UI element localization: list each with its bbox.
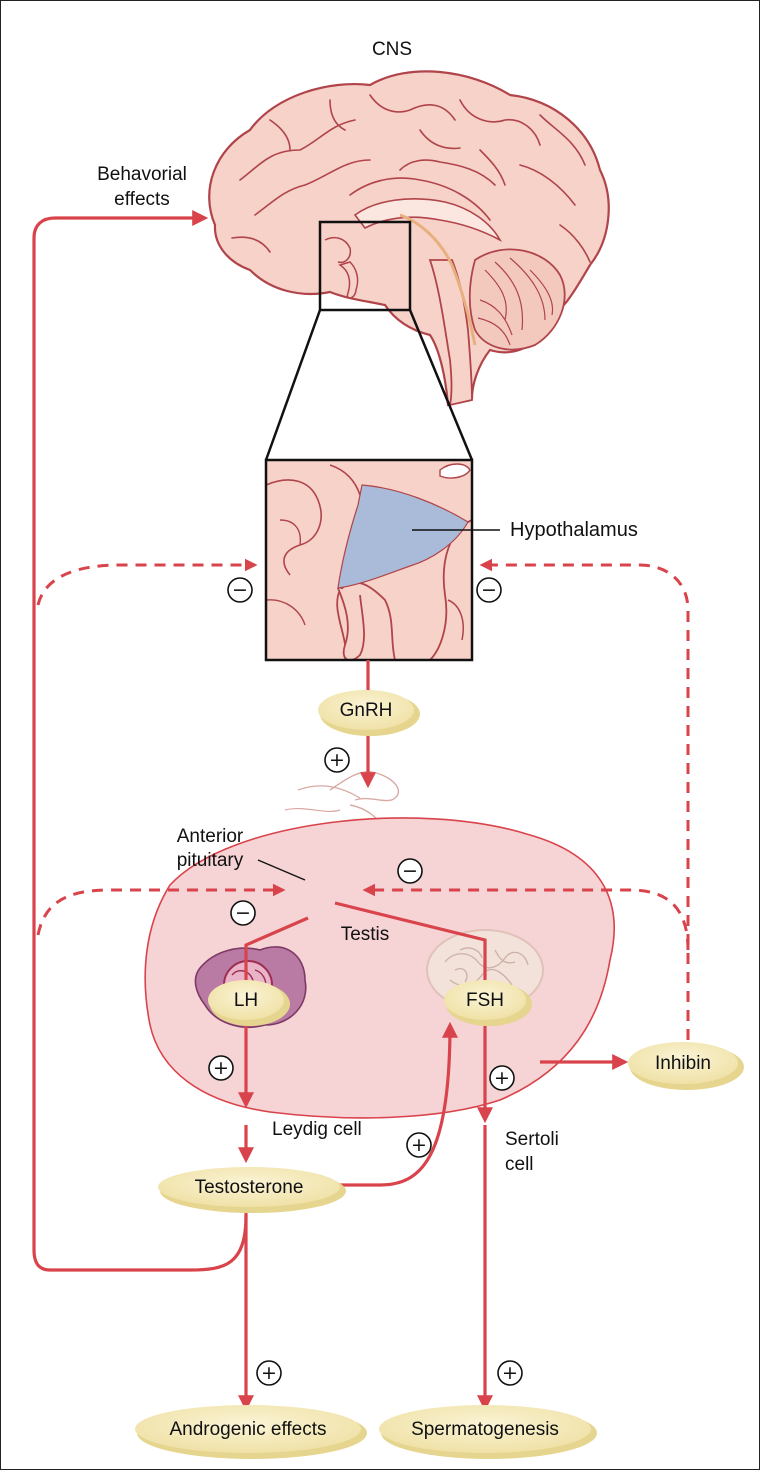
minus-hypothalamus-right: −	[477, 578, 501, 602]
cns-label: CNS	[372, 39, 412, 60]
androgenic-effects-label: Androgenic effects	[169, 1419, 326, 1440]
testis-label: Testis	[341, 924, 390, 945]
svg-text:+: +	[329, 749, 345, 771]
gnrh-label: GnRH	[340, 700, 393, 721]
behavioral-effects-label-line2: effects	[114, 189, 170, 210]
plus-spermatogenesis: +	[498, 1361, 522, 1385]
arrows-solid	[34, 218, 625, 1408]
svg-text:+: +	[411, 1134, 427, 1156]
hypothalamus-label: Hypothalamus	[510, 519, 638, 541]
sertoli-cell-label-line1: Sertoli	[505, 1129, 559, 1150]
svg-text:−: −	[481, 579, 497, 601]
svg-text:−: −	[232, 579, 248, 601]
svg-text:−: −	[235, 902, 251, 924]
hypothalamus-zoom-box	[266, 460, 472, 660]
spermatogenesis-pill: Spermatogenesis	[379, 1405, 597, 1459]
behavioral-effects-label-line1: Behavorial	[97, 164, 187, 185]
svg-text:+: +	[502, 1362, 518, 1384]
svg-text:+: +	[261, 1362, 277, 1384]
plus-testosterone: +	[407, 1133, 431, 1157]
fsh-label: FSH	[466, 990, 504, 1011]
testosterone-pill: Testosterone	[158, 1167, 346, 1213]
gnrh-pill: GnRH	[318, 690, 420, 736]
sertoli-cell-label-line2: cell	[505, 1154, 534, 1175]
svg-text:+: +	[494, 1067, 510, 1089]
minus-pituitary-right: −	[398, 859, 422, 883]
anterior-pituitary-label-line1: Anterior	[177, 826, 244, 847]
leydig-cell-label: Leydig cell	[272, 1119, 362, 1140]
minus-hypothalamus-left: −	[228, 578, 252, 602]
inhibin-label: Inhibin	[655, 1053, 711, 1074]
anterior-pituitary-label-line2: pituitary	[177, 850, 244, 871]
svg-text:−: −	[402, 860, 418, 882]
svg-text:+: +	[213, 1057, 229, 1079]
lh-label: LH	[234, 990, 258, 1011]
plus-lh: +	[209, 1056, 233, 1080]
plus-gnrh: +	[325, 748, 349, 772]
androgenic-effects-pill: Androgenic effects	[135, 1405, 367, 1459]
inhibin-pill: Inhibin	[628, 1042, 744, 1090]
plus-fsh: +	[490, 1066, 514, 1090]
minus-pituitary-left: −	[231, 901, 255, 925]
plus-androgenic: +	[257, 1361, 281, 1385]
cerebellum	[470, 249, 565, 349]
spermatogenesis-label: Spermatogenesis	[411, 1419, 559, 1440]
testosterone-label: Testosterone	[195, 1177, 304, 1198]
